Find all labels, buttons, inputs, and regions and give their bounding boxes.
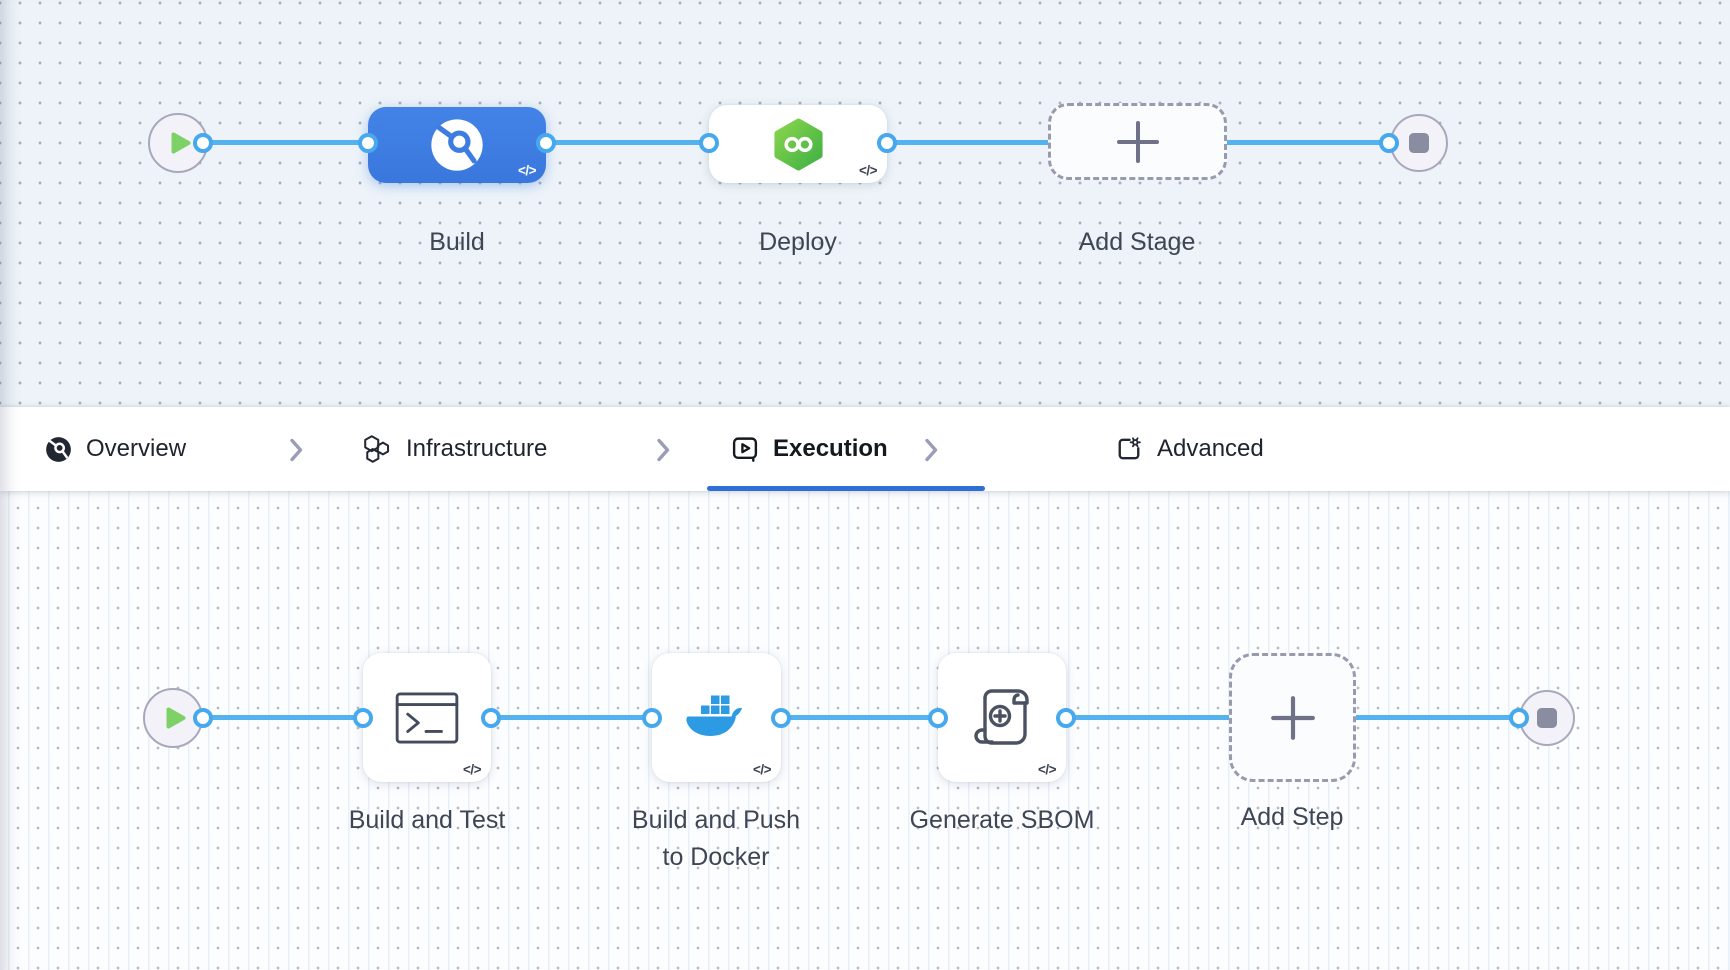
- step-label: Generate SBOM: [909, 806, 1095, 834]
- chevron-right-icon: [290, 438, 303, 462]
- tab-execution[interactable]: Execution: [707, 407, 985, 491]
- chevron-right-icon: [657, 438, 670, 462]
- stage-canvas: </> </> Build D: [0, 0, 1730, 407]
- add-stage-node[interactable]: [1048, 103, 1227, 180]
- connector-port: [353, 708, 373, 728]
- code-view-badge[interactable]: </>: [462, 762, 482, 777]
- step-node-docker[interactable]: </>: [652, 653, 781, 782]
- connector-port: [1509, 708, 1529, 728]
- connector-port: [699, 133, 719, 153]
- ci-stage-icon: [431, 119, 483, 171]
- step-connector: [779, 715, 940, 720]
- code-view-badge[interactable]: </>: [1037, 762, 1057, 777]
- plus-icon: [1116, 120, 1159, 163]
- stage-connector: [200, 140, 370, 145]
- plus-icon: [1270, 695, 1315, 740]
- advanced-icon: [1118, 437, 1141, 460]
- stage-node-deploy[interactable]: </>: [709, 105, 887, 183]
- connector-port: [642, 708, 662, 728]
- tab-label: Advanced: [1157, 435, 1264, 462]
- stage-label: Add Stage: [1078, 228, 1196, 256]
- connector-port: [193, 708, 213, 728]
- play-icon: [166, 707, 185, 729]
- connector-port: [536, 133, 556, 153]
- stop-icon: [1409, 133, 1429, 153]
- tab-overview[interactable]: Overview: [45, 407, 186, 491]
- stage-connector: [544, 140, 710, 145]
- add-step-node[interactable]: [1229, 653, 1356, 782]
- stage-node-build[interactable]: </>: [368, 107, 546, 183]
- terminal-icon: [395, 691, 459, 744]
- overview-icon: [46, 436, 71, 462]
- infrastructure-icon: [364, 435, 390, 463]
- stage-label: Build: [429, 228, 485, 256]
- tab-label: Infrastructure: [406, 435, 548, 462]
- step-label-line: to Docker: [662, 843, 770, 871]
- connector-port: [481, 708, 501, 728]
- docker-icon: [685, 695, 742, 736]
- code-view-badge[interactable]: </>: [752, 762, 772, 777]
- play-icon: [171, 132, 190, 154]
- connector-port: [771, 708, 791, 728]
- connector-port: [358, 133, 378, 153]
- code-view-badge[interactable]: </>: [858, 163, 878, 178]
- chevron-right-icon: [925, 438, 938, 462]
- tab-advanced[interactable]: Advanced: [1115, 407, 1264, 491]
- pipeline-end-node: [1390, 114, 1448, 172]
- tab-label: Overview: [86, 435, 187, 462]
- tab-label: Execution: [773, 435, 888, 462]
- connector-port: [928, 708, 948, 728]
- pipeline-start-node: [148, 113, 208, 173]
- code-view-badge[interactable]: </>: [517, 163, 537, 178]
- active-tab-underline: [707, 486, 985, 491]
- stage-start-node: [143, 688, 203, 748]
- step-label: Build and Test: [348, 806, 506, 834]
- step-label-line: Build and Push: [631, 806, 801, 834]
- sbom-scroll-icon: [974, 688, 1029, 745]
- step-connector: [489, 715, 654, 720]
- cd-stage-icon: [773, 117, 823, 171]
- execution-icon: [732, 437, 758, 462]
- connector-port: [193, 133, 213, 153]
- step-connector: [200, 715, 365, 720]
- connector-port: [1056, 708, 1076, 728]
- connector-port: [877, 133, 897, 153]
- step-canvas: </> </> </>: [0, 491, 1730, 970]
- step-node-build-and-test[interactable]: </>: [363, 653, 491, 782]
- tab-bar: Overview Infrastructure Execution: [0, 407, 1730, 491]
- step-node-generate-sbom[interactable]: </>: [938, 653, 1066, 782]
- tab-infrastructure[interactable]: Infrastructure: [360, 407, 547, 491]
- stage-label: Deploy: [759, 228, 837, 256]
- step-label: Add Step: [1240, 803, 1344, 831]
- step-label: Build and Push to Docker: [606, 802, 826, 876]
- connector-port: [1379, 133, 1399, 153]
- stop-icon: [1537, 708, 1557, 728]
